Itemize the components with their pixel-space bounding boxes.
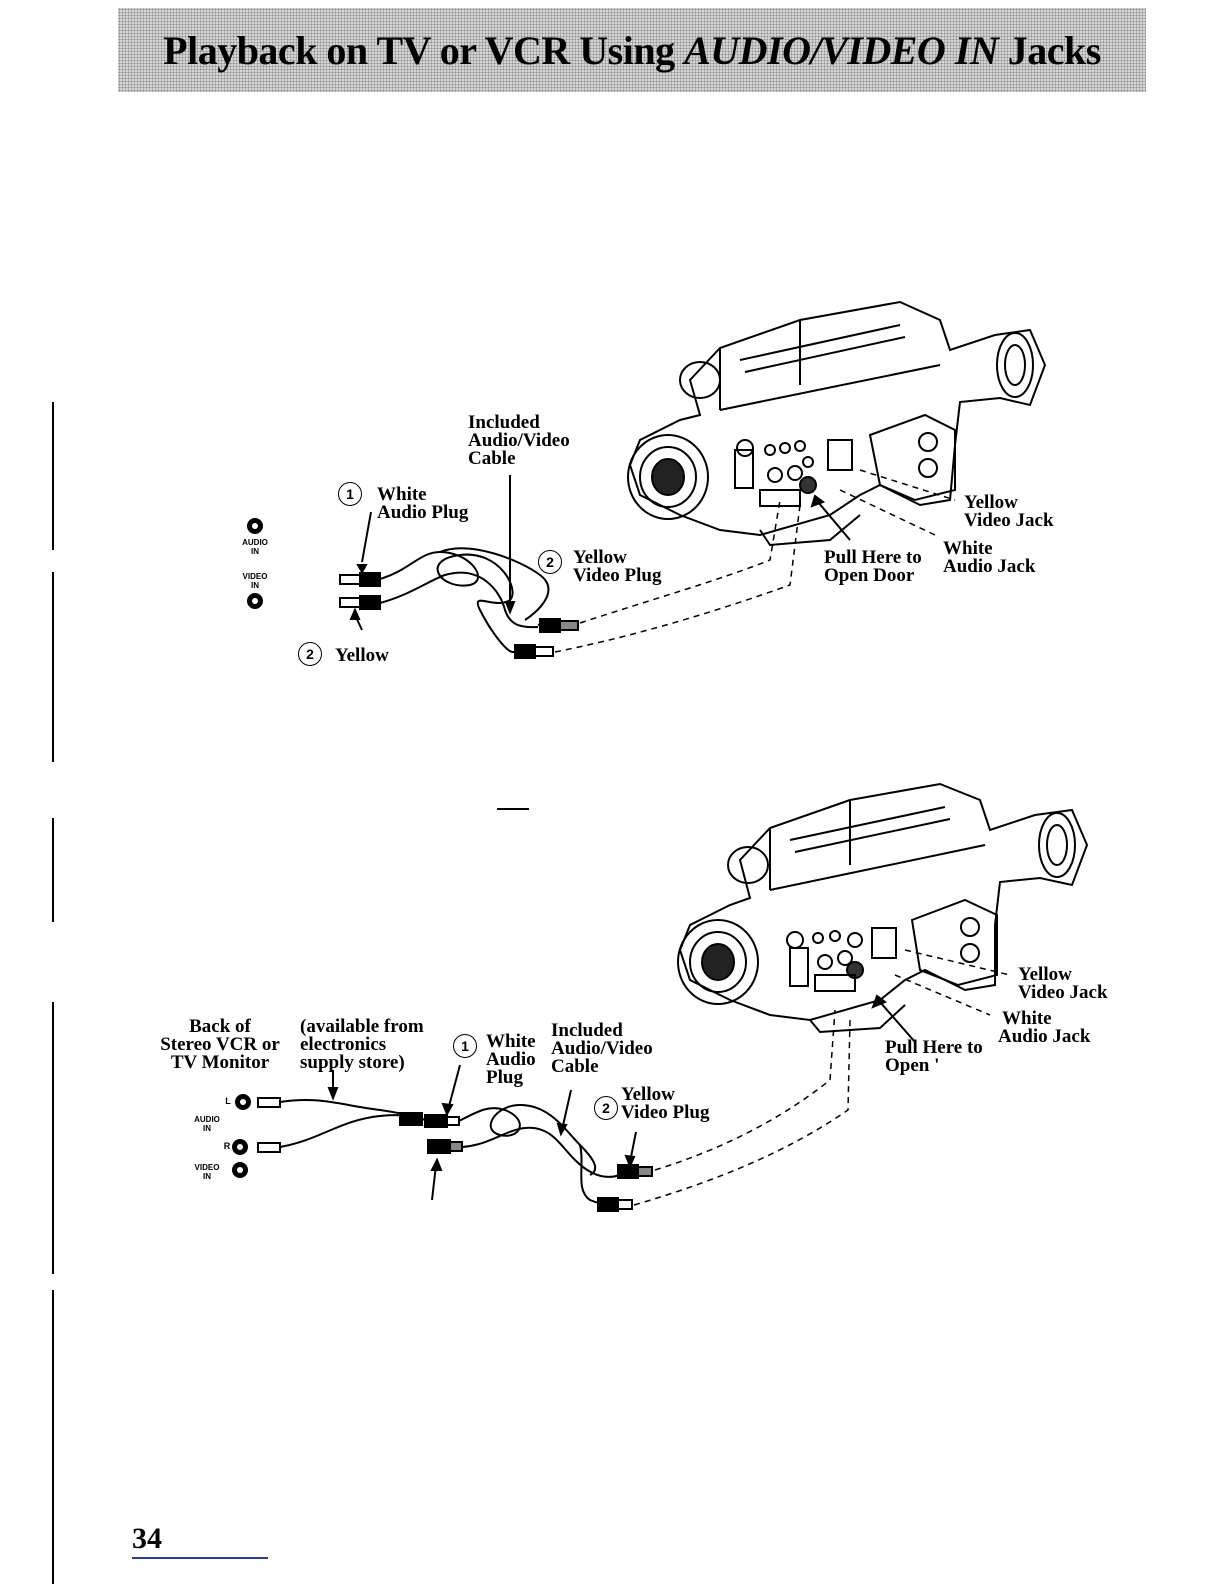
white-plug-icon: [339, 574, 361, 585]
page-title-prefix: Playback on TV or VCR Using: [163, 27, 685, 73]
yellow-plug-icon: [339, 597, 361, 608]
av-cable: [379, 547, 550, 653]
step-2b-badge: 2: [298, 642, 322, 666]
margin-rule-5: [52, 1290, 54, 1584]
av-cable-2: [424, 1103, 653, 1212]
step-1-badge: 1: [338, 482, 362, 506]
margin-rule-3: [52, 818, 54, 922]
margin-rule-4: [52, 1002, 54, 1274]
page-title: Playback on TV or VCR Using AUDIO/VIDEO …: [163, 27, 1101, 74]
margin-rule-1: [52, 402, 54, 550]
stereo-adapter-cable: [257, 1097, 426, 1153]
step-1-badge-2: 1: [453, 1034, 477, 1058]
camcorder-illustration: [627, 300, 1047, 547]
figure-vcr-drawing: [232, 782, 1089, 1212]
separator-dash: [497, 808, 529, 810]
step-2-badge: 2: [538, 550, 562, 574]
margin-rule-2: [52, 572, 54, 762]
yellow-plug-icon-2: [427, 1139, 451, 1154]
jack-r-label: R: [223, 1141, 231, 1151]
page-title-suffix: Jacks: [998, 27, 1102, 73]
page-number-rule: [132, 1557, 268, 1559]
page-title-italic: AUDIO/VIDEO IN: [684, 27, 999, 73]
step-2-badge-2: 2: [594, 1096, 618, 1120]
page-title-bar: Playback on TV or VCR Using AUDIO/VIDEO …: [118, 8, 1146, 92]
camcorder-illustration-2: [677, 782, 1089, 1034]
jack-l-label: L: [225, 1096, 231, 1106]
figure-tv-drawing: [247, 300, 1047, 659]
page-number: 34: [132, 1522, 162, 1555]
yellow-label: Yellow: [335, 645, 389, 666]
